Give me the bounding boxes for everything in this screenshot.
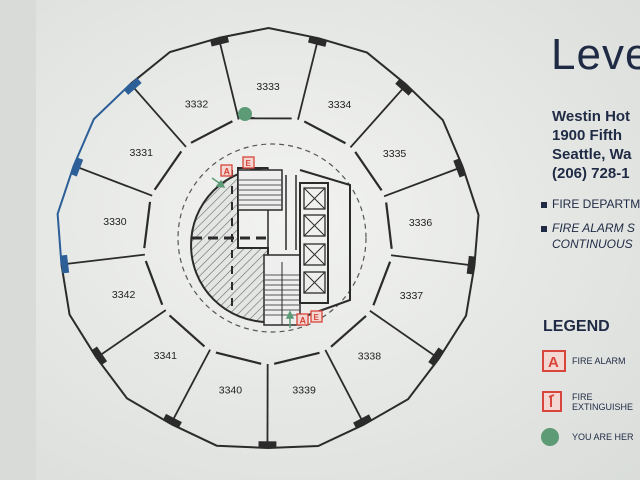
outer-wall-segment xyxy=(363,358,440,426)
svg-text:E: E xyxy=(314,313,320,322)
room-number: 3336 xyxy=(409,217,433,229)
outer-wall xyxy=(56,26,480,449)
fire-extinguisher-icon: E xyxy=(310,310,323,323)
outer-wall-segment xyxy=(60,264,98,359)
svg-text:A: A xyxy=(300,316,307,326)
room-number: 3339 xyxy=(292,385,316,397)
fire-alarm-icon: A xyxy=(220,164,233,177)
corridor-wall-segment xyxy=(303,120,347,145)
corridor-wall-segment xyxy=(168,314,206,348)
svg-text:E: E xyxy=(246,159,252,168)
window-marker xyxy=(210,35,230,47)
svg-text:A: A xyxy=(224,167,231,177)
building-core xyxy=(190,167,351,326)
room-number: 3337 xyxy=(400,290,424,302)
outer-wall-segment xyxy=(267,423,365,449)
room-number: 3331 xyxy=(130,147,154,159)
room-divider xyxy=(369,309,440,360)
elevator-bank xyxy=(285,175,329,304)
window-marker xyxy=(60,254,70,274)
corridor-wall-segment xyxy=(354,151,383,191)
outer-wall-segment xyxy=(56,165,75,265)
room-divider xyxy=(217,37,240,120)
outer-wall-segment xyxy=(129,36,220,85)
corridor-wall-segment xyxy=(273,351,320,365)
room-divider xyxy=(390,254,475,267)
room-divider xyxy=(349,84,408,149)
corridor-wall-segment xyxy=(144,260,164,306)
outer-wall-segment xyxy=(438,265,476,360)
outer-wall-segment xyxy=(170,423,268,449)
room-divider xyxy=(170,349,211,425)
room-number: 3332 xyxy=(185,99,209,111)
room-divider xyxy=(95,309,167,359)
window-marker xyxy=(428,347,445,367)
room-divider xyxy=(324,349,365,425)
fire-extinguisher-icon: E xyxy=(242,156,255,169)
outer-wall-segment xyxy=(95,357,172,425)
legend-you-are-here-dot xyxy=(541,428,559,446)
svg-text:A: A xyxy=(548,354,559,371)
legend-fire-alarm-icon: A xyxy=(542,350,566,372)
corridor-wall-segment xyxy=(190,120,233,144)
room-number: 3333 xyxy=(256,81,280,93)
window-marker xyxy=(453,158,467,178)
room-divider xyxy=(383,165,463,198)
window-marker xyxy=(91,346,108,366)
bullet-squares xyxy=(541,202,547,232)
room-number: 3338 xyxy=(358,350,382,362)
corridor-wall-segment xyxy=(330,315,367,348)
corridor-wall-segment xyxy=(153,150,183,191)
corridor-wall-segment xyxy=(385,202,393,249)
corridor-wall xyxy=(143,117,393,365)
room-dividers xyxy=(61,37,475,449)
room-number: 3334 xyxy=(328,99,352,111)
room-number: 3340 xyxy=(219,384,243,396)
exit-arrow-icon xyxy=(211,177,295,328)
window-marker xyxy=(162,413,182,429)
outer-wall-segment xyxy=(318,37,407,86)
room-number: 3341 xyxy=(154,350,178,362)
room-divider xyxy=(61,253,145,266)
corridor-wall-segment xyxy=(372,261,392,306)
window-marker xyxy=(308,35,328,47)
window-marker xyxy=(123,77,142,95)
outer-wall-segment xyxy=(405,83,464,168)
room-number: 3330 xyxy=(103,216,127,228)
window-marker xyxy=(395,78,414,96)
stairwell-south xyxy=(263,254,301,326)
window-marker xyxy=(70,157,84,177)
room-divider xyxy=(129,83,187,148)
stairwell-north xyxy=(237,169,283,211)
fire-alarm-icon: A xyxy=(296,313,309,326)
outer-wall-segment xyxy=(218,26,319,40)
room-number: 3335 xyxy=(383,148,407,160)
window-marker xyxy=(353,414,373,429)
corridor-wall-segment xyxy=(143,201,152,249)
outer-wall-segment xyxy=(461,166,480,266)
corridor-path xyxy=(177,143,367,333)
corridor-wall-segment xyxy=(215,351,262,365)
room-divider xyxy=(297,37,320,120)
room-divider xyxy=(73,164,153,197)
legend-fire-extinguisher-icon xyxy=(542,391,562,412)
you-are-here-dot xyxy=(238,107,252,121)
room-number: 3342 xyxy=(112,289,136,301)
window-markers xyxy=(60,35,476,449)
outer-wall-segment xyxy=(72,83,132,167)
window-marker xyxy=(466,255,476,275)
